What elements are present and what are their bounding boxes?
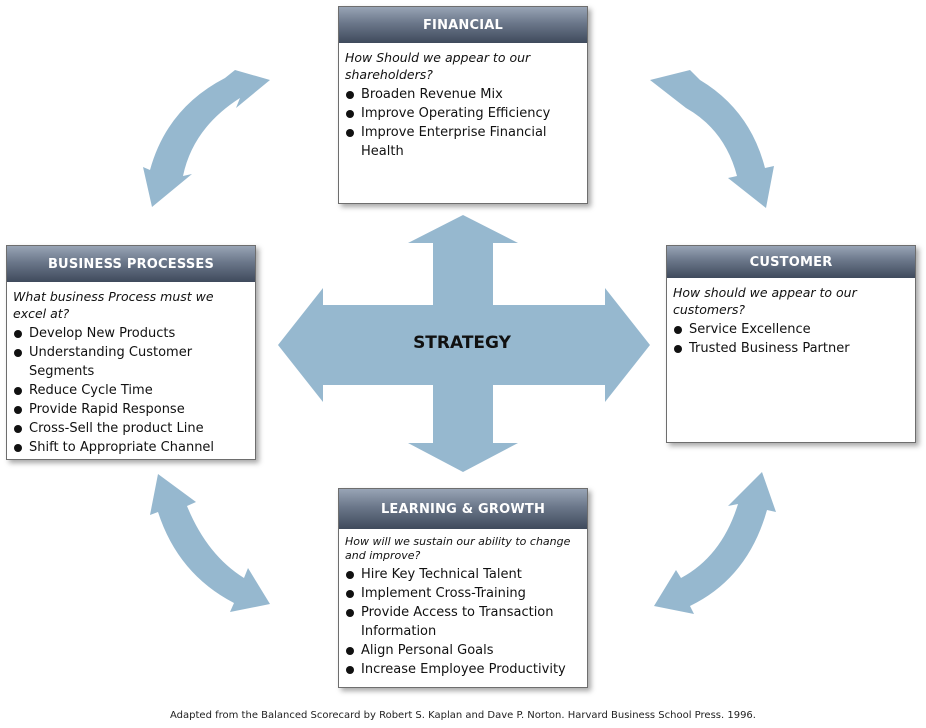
- learning-growth-question: How will we sustain our ability to chang…: [345, 535, 571, 562]
- bullet-icon: [346, 91, 354, 99]
- business-processes-header: BUSINESS PROCESSES: [7, 246, 255, 282]
- bullet-icon: [674, 345, 682, 353]
- bullet-icon: [346, 647, 354, 655]
- list-item: Provide Rapid Response: [13, 400, 247, 419]
- curved-arrow-top-right: [650, 70, 774, 208]
- bullet-icon: [346, 666, 354, 674]
- footer-citation: Adapted from the Balanced Scorecard by R…: [170, 710, 756, 721]
- financial-header: FINANCIAL: [339, 7, 587, 43]
- curved-arrow-top-left: [143, 70, 270, 207]
- list-item: Increase Employee Productivity: [345, 660, 579, 679]
- strategy-label: STRATEGY: [413, 333, 511, 353]
- list-item: Improve Enterprise Financial Health: [345, 123, 579, 161]
- bullet-icon: [346, 110, 354, 118]
- bullet-icon: [674, 326, 682, 334]
- bullet-icon: [14, 330, 22, 338]
- financial-box: FINANCIAL How Should we appear to our sh…: [338, 6, 588, 204]
- list-item: Hire Key Technical Talent: [345, 565, 579, 584]
- learning-growth-header: LEARNING & GROWTH: [339, 489, 587, 529]
- customer-header: CUSTOMER: [667, 246, 915, 278]
- financial-question: How Should we appear to our shareholders…: [345, 50, 531, 82]
- customer-box: CUSTOMER How should we appear to our cus…: [666, 245, 916, 443]
- list-item: Trusted Business Partner: [673, 339, 907, 358]
- bullet-icon: [346, 590, 354, 598]
- list-item: Implement Cross-Training: [345, 584, 579, 603]
- business-processes-list: Develop New Products Understanding Custo…: [13, 324, 247, 457]
- financial-list: Broaden Revenue Mix Improve Operating Ef…: [345, 85, 579, 161]
- learning-growth-box: LEARNING & GROWTH How will we sustain ou…: [338, 488, 588, 688]
- bullet-icon: [346, 129, 354, 137]
- list-item: Cross-Sell the product Line: [13, 419, 247, 438]
- list-item: Reduce Cycle Time: [13, 381, 247, 400]
- bullet-icon: [346, 571, 354, 579]
- bullet-icon: [14, 349, 22, 357]
- bullet-icon: [14, 425, 22, 433]
- customer-question: How should we appear to our customers?: [673, 285, 857, 317]
- list-item: Broaden Revenue Mix: [345, 85, 579, 104]
- learning-growth-list: Hire Key Technical Talent Implement Cros…: [345, 565, 579, 679]
- bullet-icon: [14, 406, 22, 414]
- list-item: Improve Operating Efficiency: [345, 104, 579, 123]
- bullet-icon: [14, 444, 22, 452]
- list-item: Provide Access to Transaction Informatio…: [345, 603, 579, 641]
- list-item: Understanding Customer Segments: [13, 343, 247, 381]
- list-item: Develop New Products: [13, 324, 247, 343]
- curved-arrow-bottom-left: [150, 474, 270, 612]
- list-item: Align Personal Goals: [345, 641, 579, 660]
- center-cross-arrow: [278, 215, 650, 472]
- bullet-icon: [14, 387, 22, 395]
- list-item: Service Excellence: [673, 320, 907, 339]
- curved-arrow-bottom-right: [654, 472, 776, 614]
- business-processes-question: What business Process must we excel at?: [13, 289, 214, 321]
- business-processes-box: BUSINESS PROCESSES What business Process…: [6, 245, 256, 460]
- customer-list: Service Excellence Trusted Business Part…: [673, 320, 907, 358]
- list-item: Shift to Appropriate Channel: [13, 438, 247, 457]
- bullet-icon: [346, 609, 354, 617]
